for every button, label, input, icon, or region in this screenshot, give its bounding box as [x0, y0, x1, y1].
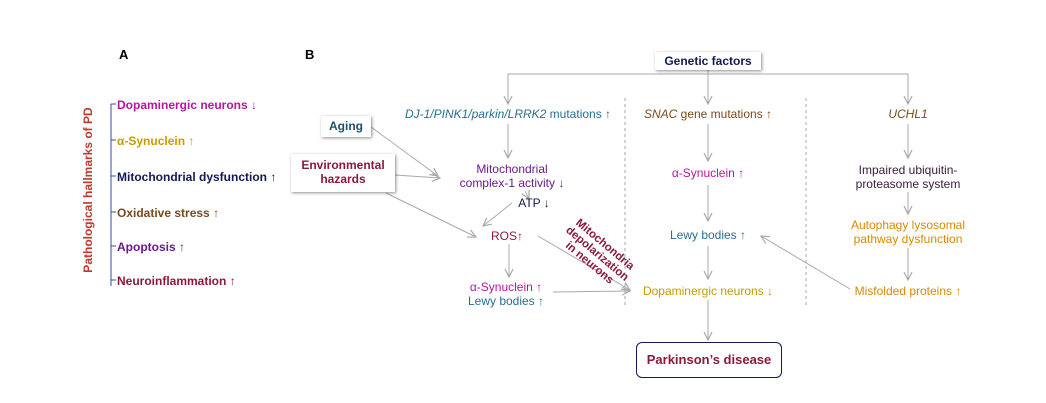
lewy-bodies-label-left: Lewy bodies ↑: [467, 294, 545, 308]
up-arrow-icon: ↑: [536, 280, 543, 294]
hallmark-item: Apoptosis ↑: [117, 240, 186, 254]
arrow-ros-to-dopa: [537, 235, 630, 290]
autophagy-label: Autophagy lysosomal pathway dysfunction: [850, 218, 966, 246]
up-arrow-icon: ↑: [229, 274, 236, 288]
arrow-env-to-mito: [394, 175, 440, 178]
genetic-factors-box: Genetic factors: [655, 52, 761, 70]
up-arrow-icon: ↑: [605, 107, 612, 121]
environmental-hazards-box: Environmental hazards: [291, 154, 395, 192]
hallmark-item: α-Synuclein ↑: [117, 134, 195, 148]
panel-a-label: A: [119, 47, 129, 62]
hallmark-item: Neuroinflammation ↑: [117, 274, 236, 288]
up-arrow-icon: ↑: [766, 107, 773, 121]
env-line-2: hazards: [320, 172, 366, 186]
up-arrow-icon: ↑: [213, 206, 220, 220]
down-arrow-icon: ↓: [543, 196, 550, 210]
hallmark-item: Oxidative stress ↑: [117, 206, 220, 220]
lewy-bodies-label-center: Lewy bodies ↑: [669, 228, 747, 242]
hallmark-item: Mitochondrial dysfunction ↑: [117, 170, 277, 184]
misfolded-proteins-label: Misfolded proteins ↑: [854, 284, 962, 298]
env-line-1: Environmental: [301, 158, 385, 172]
synuclein-label-left: α-Synuclein ↑: [469, 280, 543, 294]
up-arrow-icon: ↑: [179, 240, 186, 254]
ros-label: ROS↑: [490, 229, 524, 243]
gene-mutations-label: DJ-1/PINK1/parkin/LRRK2 mutations ↑: [404, 107, 612, 121]
aging-box: Aging: [321, 116, 371, 137]
snac-mutations-label: SNAC gene mutations ↑: [643, 107, 773, 121]
down-arrow-icon: ↓: [251, 98, 258, 112]
arrow-mito-to-atp: [525, 191, 529, 199]
arrow-lewy-to-dopa: [552, 291, 630, 292]
hallmark-item: Dopaminergic neurons ↓: [117, 98, 258, 112]
ubiquitin-proteasome-label: Impaired ubiquitin- proteasome system: [855, 163, 961, 191]
up-arrow-icon: ↑: [270, 170, 277, 184]
uchl1-label: UCHL1: [888, 107, 928, 121]
synuclein-label-center: α-Synuclein ↑: [671, 166, 745, 180]
parkinsons-disease-box: Parkinson’s disease: [636, 342, 782, 378]
up-arrow-icon: ↑: [738, 166, 745, 180]
arrow-env-to-ros: [385, 192, 476, 237]
up-arrow-icon: ↑: [188, 134, 195, 148]
up-arrow-icon: ↑: [955, 284, 962, 298]
down-arrow-icon: ↓: [558, 176, 565, 190]
up-arrow-icon: ↑: [740, 228, 747, 242]
panel-a-bracket: [110, 103, 116, 286]
mitochondrial-activity-label: Mitochondrial complex-1 activity ↓: [459, 162, 565, 190]
dopaminergic-neurons-label: Dopaminergic neurons ↓: [642, 284, 774, 298]
arrow-aging-to-mito: [370, 126, 438, 176]
arrow-atp-to-ros: [483, 202, 513, 226]
up-arrow-icon: ↑: [517, 229, 524, 243]
up-arrow-icon: ↑: [538, 294, 545, 308]
down-arrow-icon: ↓: [767, 284, 774, 298]
atp-label: ATP ↓: [518, 196, 550, 210]
panel-b-label: B: [305, 47, 315, 62]
